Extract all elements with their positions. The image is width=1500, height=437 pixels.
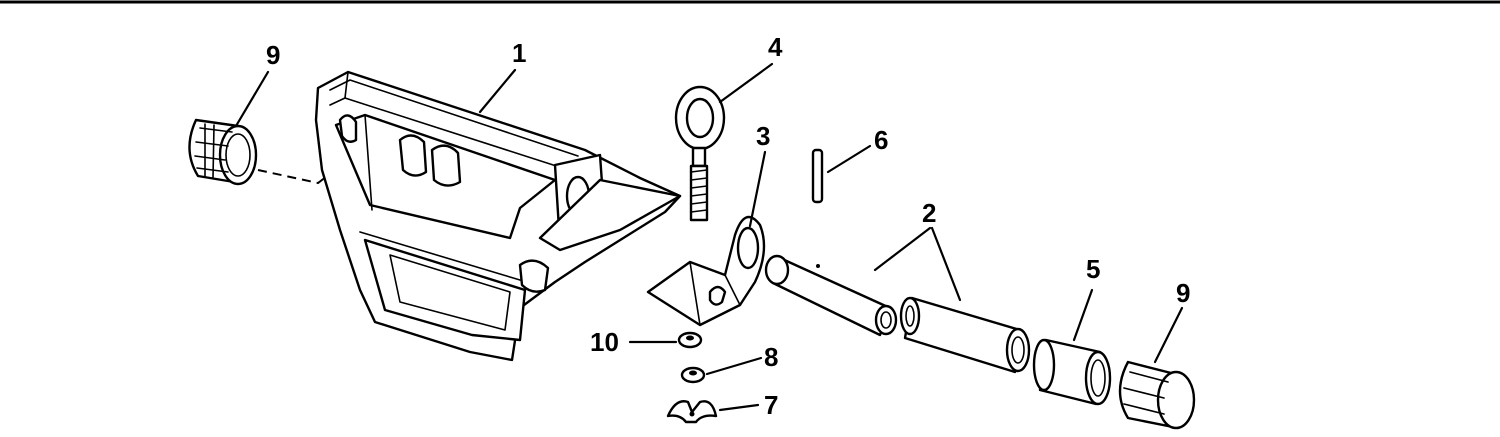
part-1-bracket bbox=[314, 70, 682, 362]
leader-lines bbox=[234, 62, 1184, 412]
part-3-angle-bracket bbox=[646, 215, 766, 327]
callout-6: 6 bbox=[874, 125, 888, 155]
callout-7: 7 bbox=[764, 390, 778, 420]
callout-9-left: 9 bbox=[266, 40, 280, 70]
part-2-tube-right bbox=[899, 296, 1031, 374]
callout-2: 2 bbox=[922, 198, 936, 228]
callout-5: 5 bbox=[1086, 254, 1100, 284]
callout-3: 3 bbox=[756, 121, 770, 151]
callout-9-right: 9 bbox=[1176, 278, 1190, 308]
part-5-bushing bbox=[1032, 338, 1112, 406]
callout-8: 8 bbox=[764, 342, 778, 372]
part-7-wing-nut bbox=[666, 400, 718, 424]
part-9-right-knob bbox=[1118, 360, 1196, 430]
part-6-pin bbox=[811, 148, 824, 204]
callout-10: 10 bbox=[590, 327, 619, 357]
part-2-tube-left bbox=[764, 254, 898, 337]
callout-1: 1 bbox=[512, 38, 526, 68]
part-9-left-knob bbox=[188, 118, 258, 186]
part-8-washer bbox=[680, 366, 706, 384]
callout-4: 4 bbox=[768, 32, 783, 62]
part-4-eye-bolt bbox=[674, 85, 726, 222]
part-10-washer bbox=[677, 331, 703, 349]
